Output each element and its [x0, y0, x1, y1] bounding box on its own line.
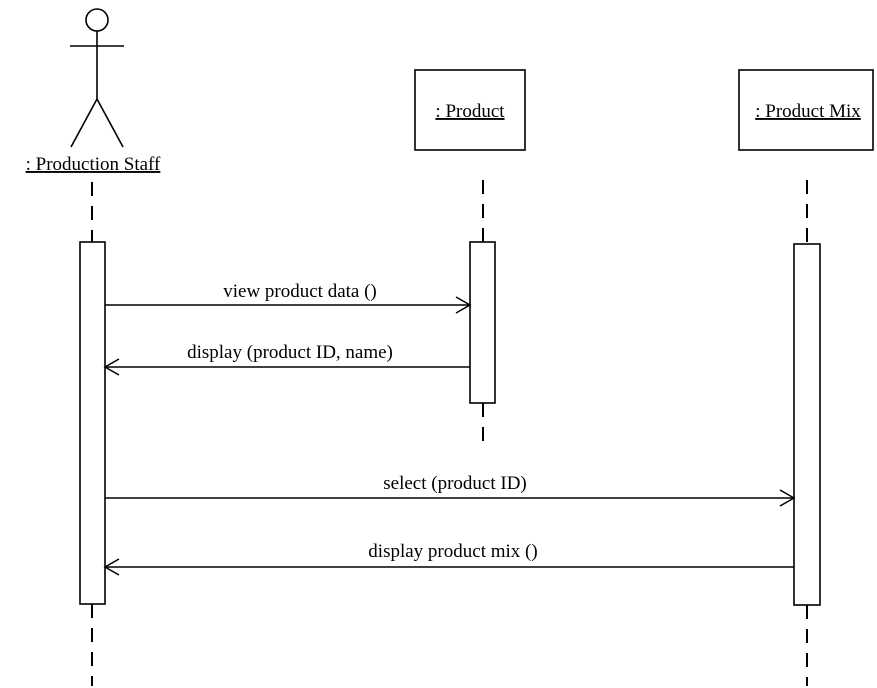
message-label: select (product ID): [383, 473, 527, 494]
message-label: display product mix (): [368, 541, 537, 562]
object-box-product-mix: [738, 69, 874, 151]
stick-figure-icon: [70, 8, 124, 148]
object-product: : Product: [414, 69, 526, 151]
actor-production-staff: : Production Staff: [26, 8, 161, 175]
arrow-right-icon: [779, 489, 796, 507]
message-display-product-id-name: display (product ID, name): [103, 342, 470, 376]
activation-bar-product-mix: [793, 243, 821, 606]
object-label-product: : Product: [435, 101, 505, 122]
object-box-product: [414, 69, 526, 151]
object-label-product-mix: : Product Mix: [755, 101, 861, 122]
message-select-product-id: select (product ID): [105, 473, 796, 507]
message-view-product-data: view product data (): [105, 281, 472, 314]
arrow-right-icon: [455, 296, 472, 314]
activation-bar-production-staff: [79, 241, 106, 605]
message-display-product-mix: display product mix (): [103, 541, 794, 576]
arrow-left-icon: [103, 558, 120, 576]
object-product-mix: : Product Mix: [738, 69, 874, 151]
message-label: view product data (): [223, 281, 377, 302]
arrow-left-icon: [103, 358, 120, 376]
activation-bar-product: [469, 241, 496, 404]
actor-label-production-staff: : Production Staff: [26, 154, 161, 175]
message-label: display (product ID, name): [187, 342, 393, 363]
